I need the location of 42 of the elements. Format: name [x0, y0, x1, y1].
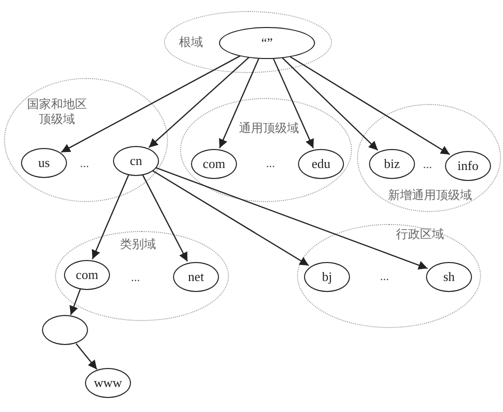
group-heading: 类别域 [120, 237, 156, 252]
arrow [92, 174, 130, 260]
dotted-group-ellipse [55, 231, 229, 321]
domain-node: cn [113, 146, 159, 176]
ellipsis-text: ... [80, 156, 89, 171]
domain-node: biz [369, 149, 415, 179]
arrow [148, 56, 250, 148]
arrow [155, 167, 428, 270]
domain-node: bj [304, 262, 350, 292]
domain-node: us [21, 148, 67, 178]
dotted-group-ellipse [357, 104, 501, 212]
arrow [272, 58, 314, 148]
domain-node: net [173, 262, 219, 292]
arrow [76, 343, 98, 370]
group-heading: 国家和地区顶级域 [26, 97, 88, 127]
arrow [70, 288, 81, 316]
domain-node [42, 315, 88, 345]
domain-node: com [191, 149, 237, 179]
ellipsis-text: ... [380, 269, 389, 284]
group-heading: 根域 [178, 35, 204, 50]
domain-node: edu [298, 149, 344, 179]
arrow [289, 56, 450, 155]
domain-node: www [85, 368, 131, 398]
arrow [142, 174, 188, 262]
dotted-group-ellipse [4, 78, 168, 202]
ellipsis-text: ... [423, 157, 432, 172]
arrow [60, 55, 240, 153]
dotted-group-ellipse [180, 98, 352, 202]
ellipsis-text: ... [266, 156, 275, 171]
arrow [282, 57, 378, 151]
arrow [218, 58, 260, 148]
arrow [152, 170, 310, 266]
group-heading: 行政区域 [396, 227, 444, 242]
domain-node: “” [219, 27, 315, 59]
domain-node: sh [426, 262, 472, 292]
ellipsis-text: ... [131, 270, 140, 285]
group-heading: 新增通用顶级域 [388, 188, 472, 203]
group-heading: 通用顶级域 [239, 121, 299, 136]
dotted-group-ellipse [297, 224, 481, 328]
dotted-group-ellipse [164, 11, 332, 73]
domain-node: info [445, 151, 491, 181]
domain-node: com [64, 260, 110, 290]
